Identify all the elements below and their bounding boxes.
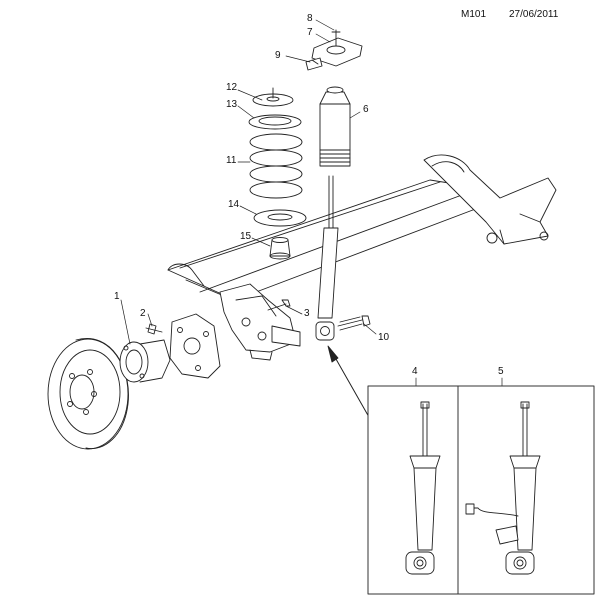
- lower-spring-seat: [253, 209, 307, 227]
- callout-7: 7: [307, 27, 313, 38]
- callout-3: 3: [304, 308, 310, 319]
- callout-14: 14: [228, 199, 240, 210]
- coil-spring: [249, 133, 303, 199]
- dust-boot: [319, 86, 351, 167]
- callout-5: 5: [498, 366, 504, 377]
- callout-10: 10: [378, 332, 390, 343]
- bracket-bolt: [267, 299, 291, 311]
- axle-bracket: [219, 283, 301, 361]
- bump-stop: [269, 237, 291, 260]
- shock-variant-with-sensor: [465, 401, 541, 575]
- callout-leaders: [120, 19, 503, 395]
- callout-6: 6: [363, 104, 369, 115]
- callout-15: 15: [240, 231, 252, 242]
- callout-13: 13: [226, 99, 238, 110]
- variants-box: [367, 385, 595, 595]
- callout-12: 12: [226, 82, 238, 93]
- callout-4: 4: [412, 366, 418, 377]
- callout-8: 8: [307, 13, 313, 24]
- wheel-hub: [119, 339, 171, 383]
- hub-bolt: [145, 323, 163, 335]
- diagram-code: M101: [461, 9, 487, 20]
- diagram-date: 27/06/2011: [509, 9, 559, 20]
- callout-9: 9: [275, 50, 281, 61]
- callout-11: 11: [226, 155, 237, 166]
- top-mount: [305, 29, 363, 71]
- axle-beam: [167, 154, 557, 301]
- callout-2: 2: [140, 308, 146, 319]
- upper-spring-seat: [248, 87, 302, 130]
- backing-plate: [169, 313, 221, 379]
- shock-variant-standard: [405, 401, 441, 575]
- callout-1: 1: [114, 291, 120, 302]
- shock-absorber: [315, 175, 339, 341]
- brake-disc: [47, 338, 129, 450]
- damper-lower-bolt: [337, 315, 371, 331]
